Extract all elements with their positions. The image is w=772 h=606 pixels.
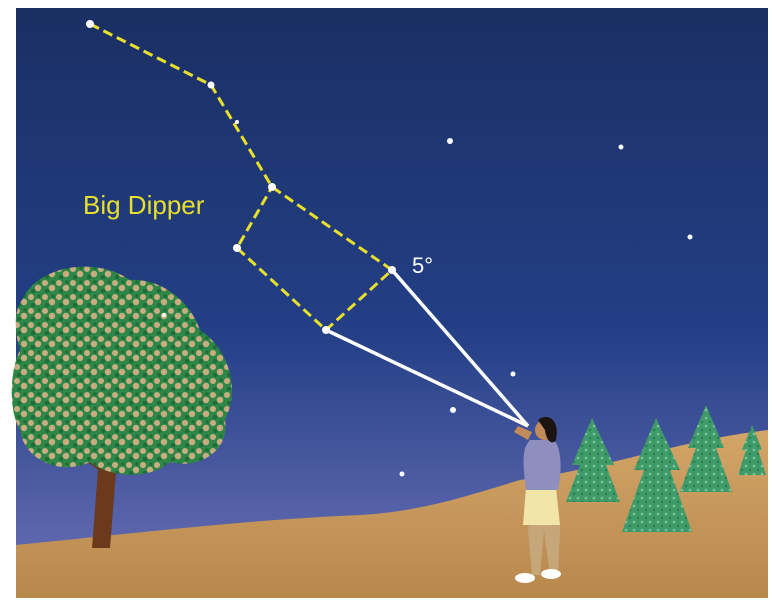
big-dipper-label: Big Dipper bbox=[83, 190, 205, 220]
star bbox=[510, 371, 516, 377]
dipper-star bbox=[322, 326, 330, 334]
sight-lines bbox=[325, 268, 530, 428]
dipper-star bbox=[235, 120, 239, 124]
observer-shoe bbox=[515, 573, 535, 583]
pine-trees bbox=[566, 405, 766, 532]
observer-shoe bbox=[541, 569, 561, 579]
sight-line-lower bbox=[325, 328, 529, 428]
angle-label: 5° bbox=[412, 253, 433, 278]
pine-tree bbox=[738, 425, 766, 475]
pine-tree bbox=[566, 418, 620, 502]
dipper-star bbox=[207, 81, 215, 89]
star bbox=[162, 313, 166, 317]
dipper-star bbox=[86, 20, 94, 28]
observer-shirt bbox=[523, 440, 561, 490]
big-dipper-stars bbox=[86, 20, 396, 334]
pine-tree bbox=[622, 418, 692, 532]
star bbox=[687, 234, 693, 240]
star bbox=[399, 471, 405, 477]
dipper-star bbox=[388, 266, 396, 274]
tree-canopy bbox=[11, 266, 232, 475]
observer-hair bbox=[538, 416, 557, 443]
pine-tree bbox=[680, 405, 732, 492]
observer-person bbox=[514, 416, 561, 583]
sight-line-upper bbox=[390, 268, 530, 428]
background-stars bbox=[162, 138, 693, 477]
observer-arm bbox=[514, 426, 532, 440]
star bbox=[450, 407, 456, 413]
star bbox=[618, 144, 624, 150]
observer-shorts bbox=[523, 488, 560, 525]
dipper-star bbox=[268, 183, 276, 191]
star bbox=[447, 138, 453, 144]
dipper-star bbox=[233, 244, 241, 252]
oak-tree bbox=[11, 266, 232, 548]
